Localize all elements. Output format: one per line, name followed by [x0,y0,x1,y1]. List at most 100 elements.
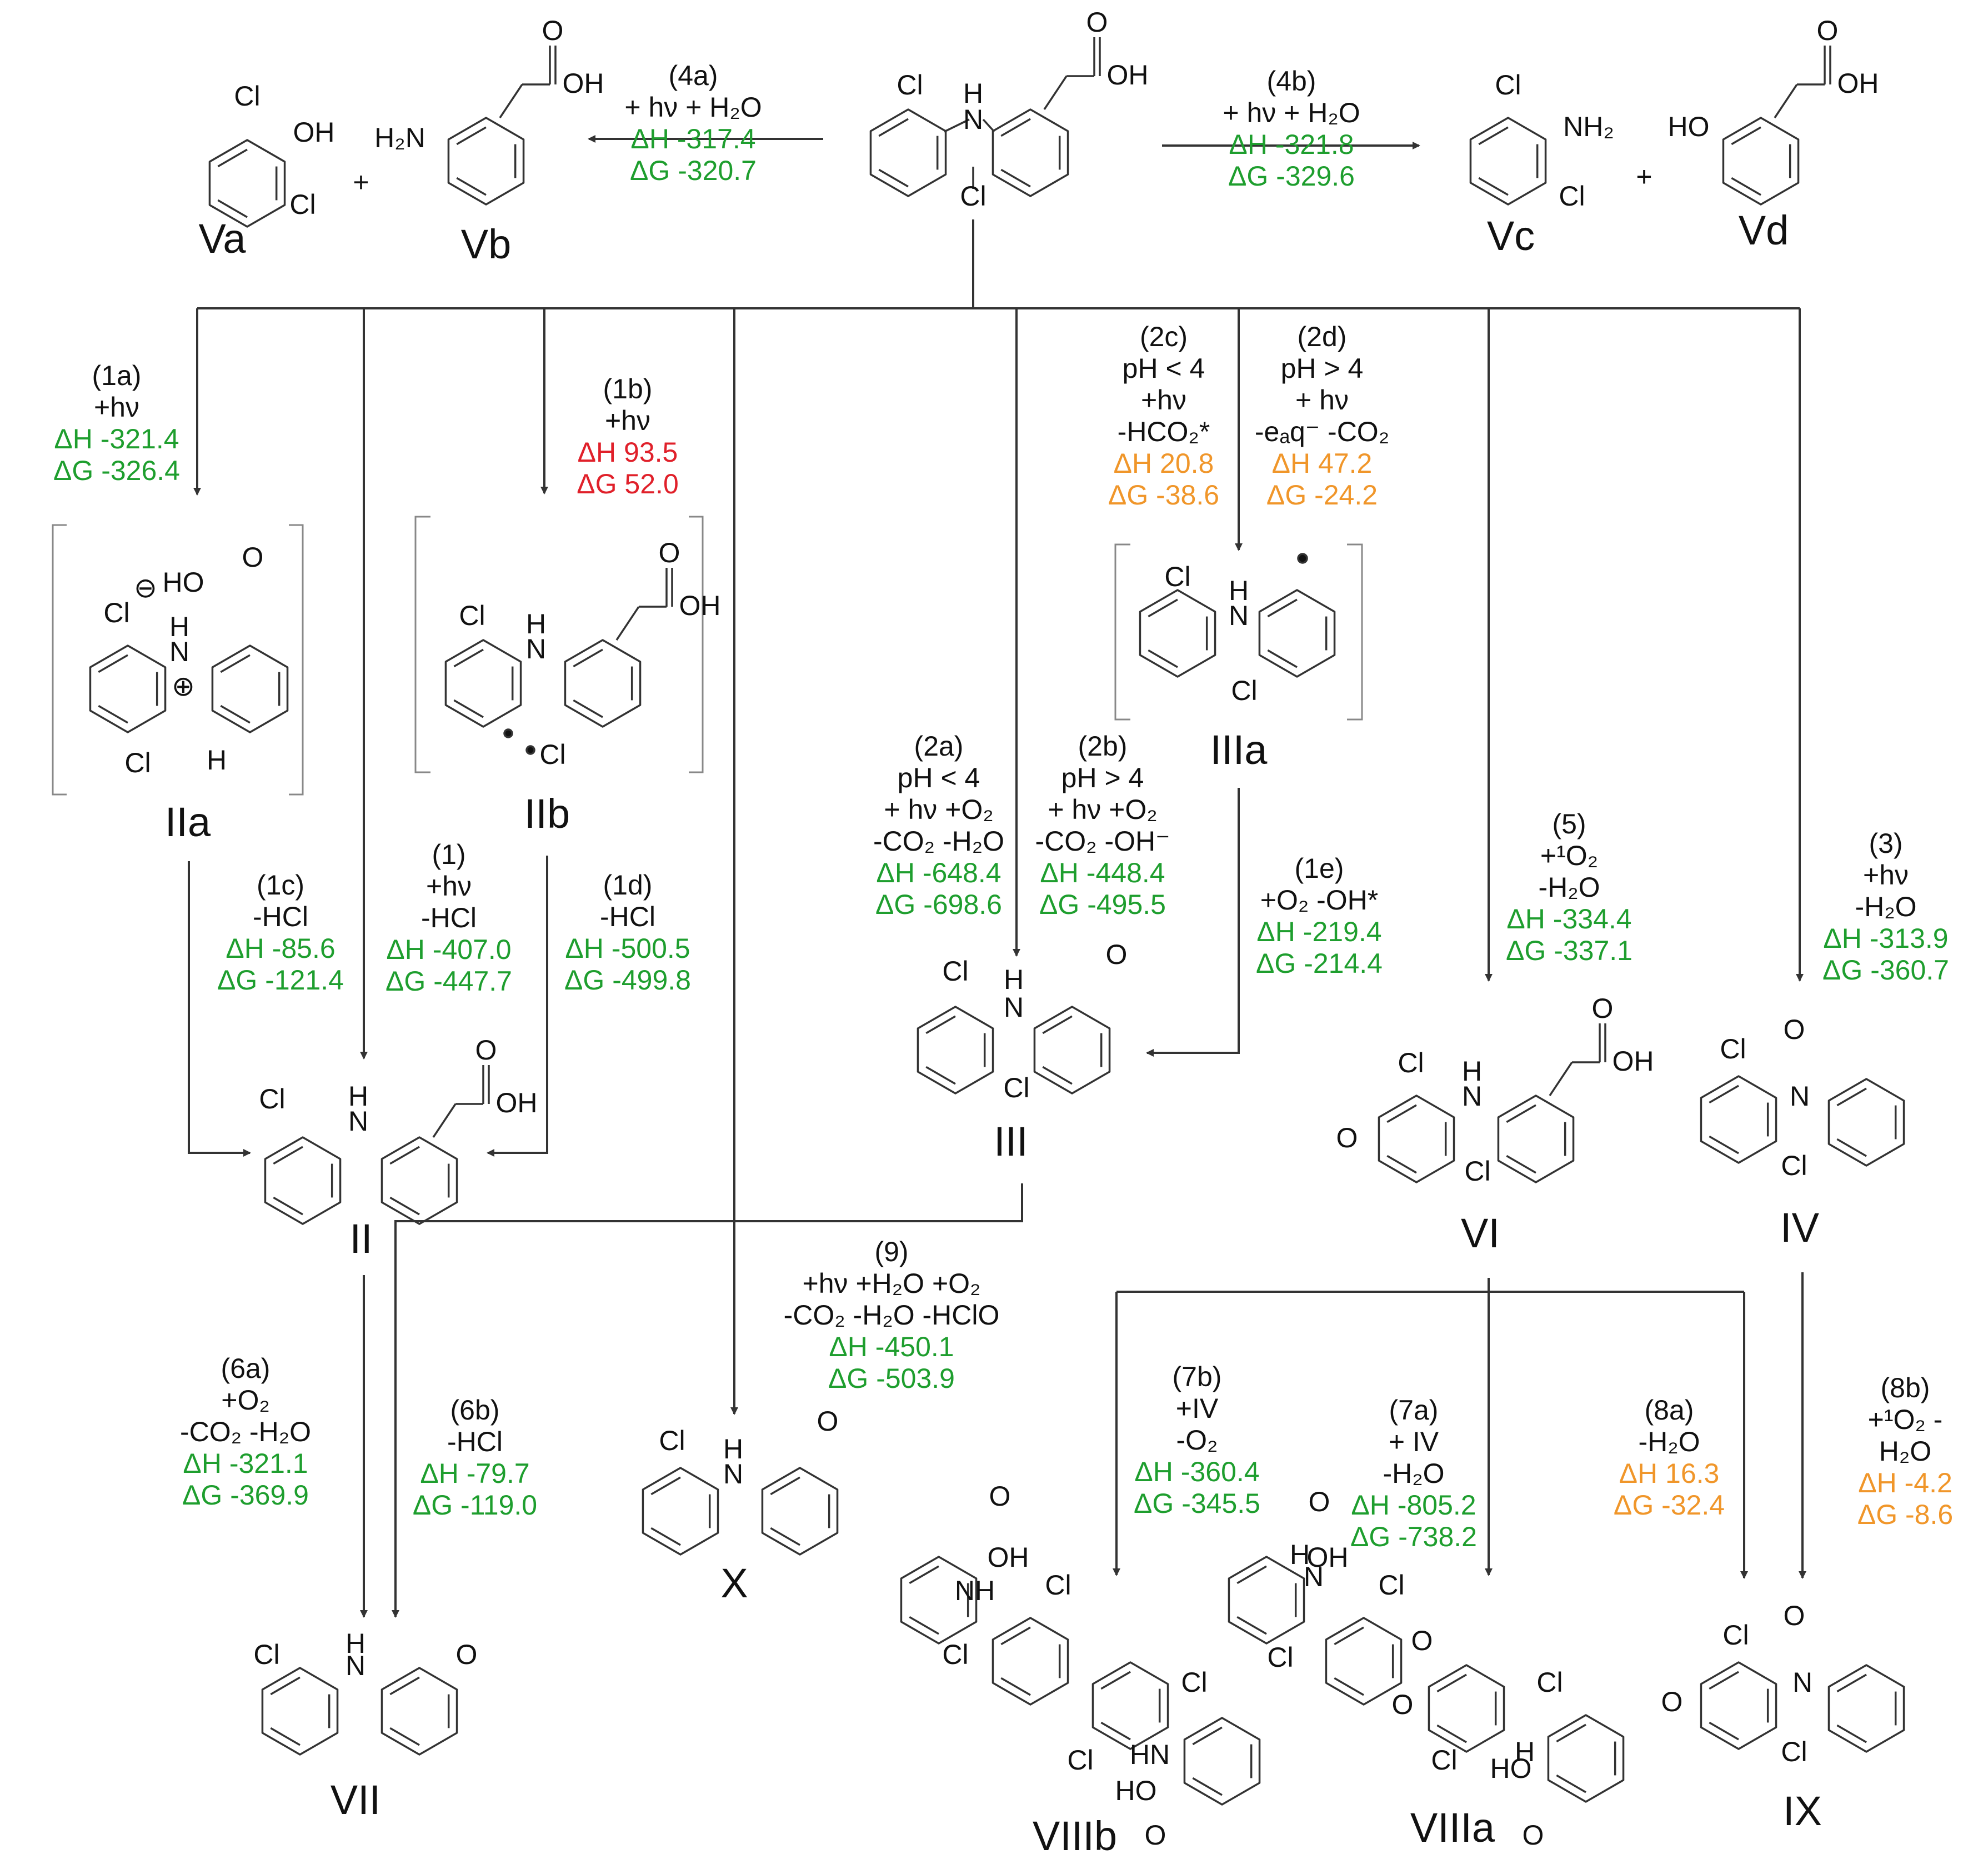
ring-VIIIb-1 [900,1556,978,1645]
enthalpy-value: ΔH -321.4 [54,423,179,454]
hydroxyl-label: OH [1613,1046,1654,1077]
double-bond [1836,1673,1867,1693]
gibbs-value: ΔG -121.4 [217,965,344,996]
chlorine-label: Cl [289,189,316,220]
ring-IX-left [1700,1661,1777,1750]
reaction-condition: -H₂O [1538,872,1600,903]
chlorine-label: Cl [1045,1570,1071,1601]
double-bond [1556,1774,1586,1793]
reaction-condition: +O₂ -OH* [1260,884,1379,916]
double-bond [220,654,251,673]
reaction-condition: -H₂O [1855,891,1917,922]
enthalpy-value: ΔH -79.7 [420,1458,530,1489]
compound-IIb: IIb [524,791,570,837]
chlorine-label: Cl [1181,1667,1207,1698]
ring-IIa-left [89,644,167,733]
radical-dot [525,745,535,755]
oxygen-label: O [1784,1014,1805,1045]
oxygen-label: O [1661,1686,1683,1717]
reaction-id: (4b) [1266,66,1316,97]
ring-VIIIa-1 [1228,1556,1305,1645]
hydrogen-label: H [963,78,983,109]
reaction-id: (8a) [1644,1395,1694,1426]
double-bond [1556,1723,1586,1743]
double-bond [1731,126,1761,146]
double-bond [220,704,251,724]
enthalpy-value: ΔH 16.3 [1619,1458,1720,1489]
chlorine-label: Cl [1464,1156,1490,1187]
hydrogen-label: H [723,1433,743,1465]
oxygen-label: O [475,1035,497,1066]
chlorine-label: Cl [124,747,151,778]
double-bond [1478,126,1509,146]
gibbs-value: ΔG -360.7 [1822,955,1949,986]
ring-X-left [642,1467,719,1556]
chlorine-label: Cl [234,81,260,112]
enthalpy-value: ΔH -219.4 [1256,916,1382,947]
chlorine-label: Cl [942,1639,968,1670]
ring-IIa-right [211,644,289,733]
double-bond [770,1527,800,1546]
nh-bond [944,118,970,133]
double-bond [1192,1726,1223,1746]
double-bond [1436,1673,1467,1693]
double-bond [1236,1616,1267,1635]
chlorine-label: Cl [1164,561,1190,592]
reaction-condition: -H₂O [1383,1458,1445,1489]
double-bond [1506,1155,1536,1174]
reaction-condition: -HCl [253,901,308,932]
gibbs-value: ΔG -32.4 [1613,1490,1725,1521]
double-bond [770,1476,800,1496]
double-bond [453,699,484,718]
reaction-condition: + IV [1388,1426,1439,1457]
parent-ring-acid [992,108,1069,197]
double-bond [1236,1565,1267,1585]
compound-IIa: IIa [164,799,211,845]
negative-charge: ⊖ [134,572,157,603]
hydroxyl-label: OH [1837,68,1879,99]
chlorine-label: Cl [1781,1150,1807,1181]
chlorine-label: Cl [1495,69,1521,101]
enthalpy-value: ΔH -334.4 [1506,903,1632,935]
reaction-condition: -HCl [421,902,477,933]
reaction-id: (1c) [256,869,305,901]
chlorine-label: Cl [539,739,565,770]
arrow-6b [392,1183,1023,1618]
hydrogen-label: H [1462,1056,1482,1087]
double-bond [650,1527,681,1546]
hydroxyl-label: OH [679,590,721,621]
double-bond [1042,1015,1073,1035]
reaction-condition: +¹O₂ - [1867,1404,1943,1435]
compound-Vc: Vc [1486,213,1535,259]
double-bond [456,126,487,146]
chlorine-label: Cl [1398,1047,1424,1078]
reaction-arrows [188,135,1806,1618]
gibbs-value: ΔG -8.6 [1857,1499,1954,1530]
reaction-id: (1e) [1294,853,1344,884]
reaction-id: (9) [874,1236,909,1267]
reaction-condition: + hν +O₂ [1048,794,1158,825]
ring-II-left [264,1136,342,1225]
double-bond [1042,1066,1073,1085]
oxygen-label: O [1817,15,1839,46]
double-bond [650,1476,681,1496]
enthalpy-value: ΔH -321.8 [1229,129,1354,160]
double-bond [456,177,487,196]
double-bond [878,118,909,137]
hydroxyl-label: OH [563,68,604,99]
oxygen-label: O [1336,1122,1358,1153]
double-bond [1731,177,1761,196]
double-bond [1386,1155,1417,1174]
reaction-condition: -CO₂ -H₂O -HClO [783,1300,1000,1331]
reaction-condition: -H₂O [1638,1426,1700,1457]
chlorine-label: Cl [1720,1033,1746,1065]
oxygen-label: O [659,537,680,568]
bracket-IIIa-right [1347,543,1363,721]
double-bond [878,168,909,188]
